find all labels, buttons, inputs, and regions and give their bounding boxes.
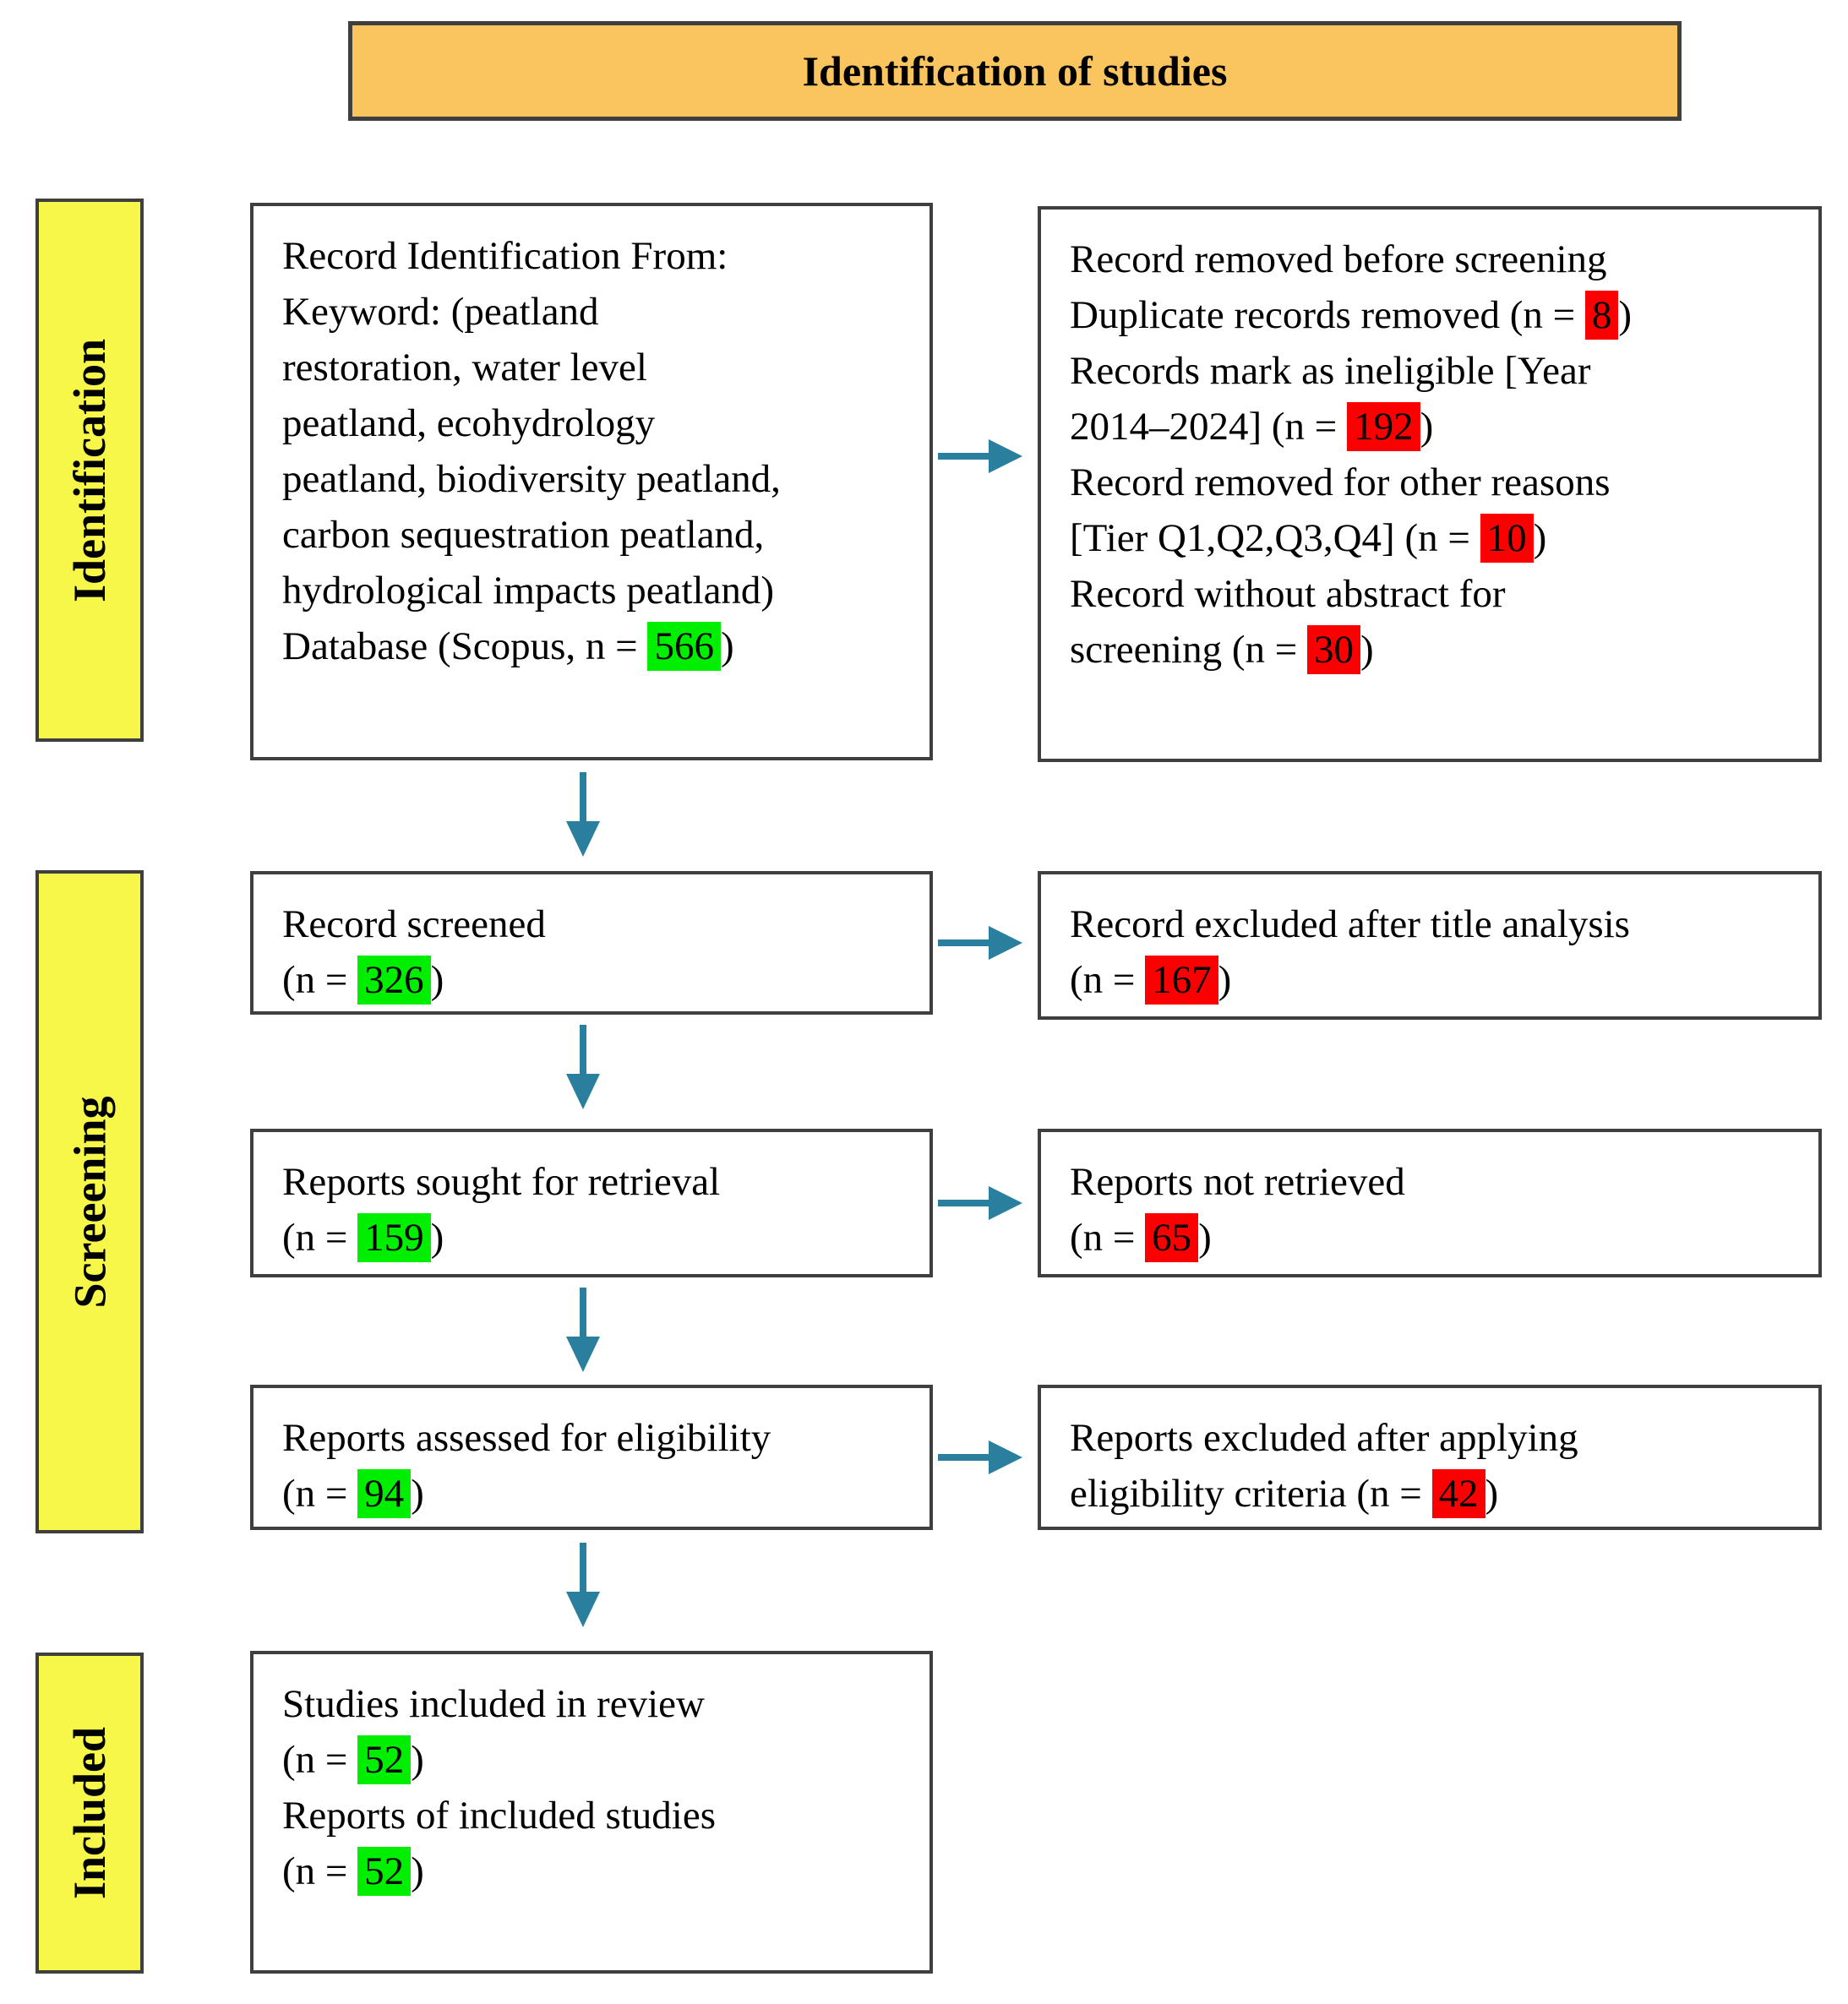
- box-reports-assessed: Reports assessed for eligibility(n = 94): [250, 1385, 933, 1530]
- stage-label-identification: Identification: [64, 338, 116, 602]
- box-records-excluded: Record excluded after title analysis(n =…: [1038, 871, 1822, 1020]
- box-studies-included: Studies included in review(n = 52)Report…: [250, 1651, 933, 1974]
- stage-band-identification: Identification: [35, 199, 144, 742]
- arrow-down-to-included-icon: [566, 1543, 600, 1627]
- stage-label-screening: Screeening: [64, 1096, 115, 1308]
- box-reports-not-retrieved: Reports not retrieved(n = 65): [1038, 1129, 1822, 1277]
- stage-label-included: Included: [64, 1726, 115, 1900]
- arrow-right-identification-icon: [938, 439, 1022, 473]
- arrow-down-to-eligibility-icon: [566, 1288, 600, 1372]
- box-records-identified: Record Identification From:Keyword: (pea…: [250, 203, 933, 760]
- stage-band-included: Included: [35, 1653, 144, 1974]
- diagram-title: Identification of studies: [348, 21, 1682, 121]
- arrow-right-eligibility-icon: [938, 1440, 1022, 1474]
- box-records-screened: Record screened(n = 326): [250, 871, 933, 1015]
- box-reports-sought: Reports sought for retrieval(n = 159): [250, 1129, 933, 1277]
- stage-band-screening: Screeening: [35, 870, 144, 1533]
- arrow-right-screened-icon: [938, 926, 1022, 960]
- arrow-down-to-retrieval-icon: [566, 1025, 600, 1109]
- arrow-down-to-screened-icon: [566, 772, 600, 857]
- arrow-right-retrieval-icon: [938, 1186, 1022, 1220]
